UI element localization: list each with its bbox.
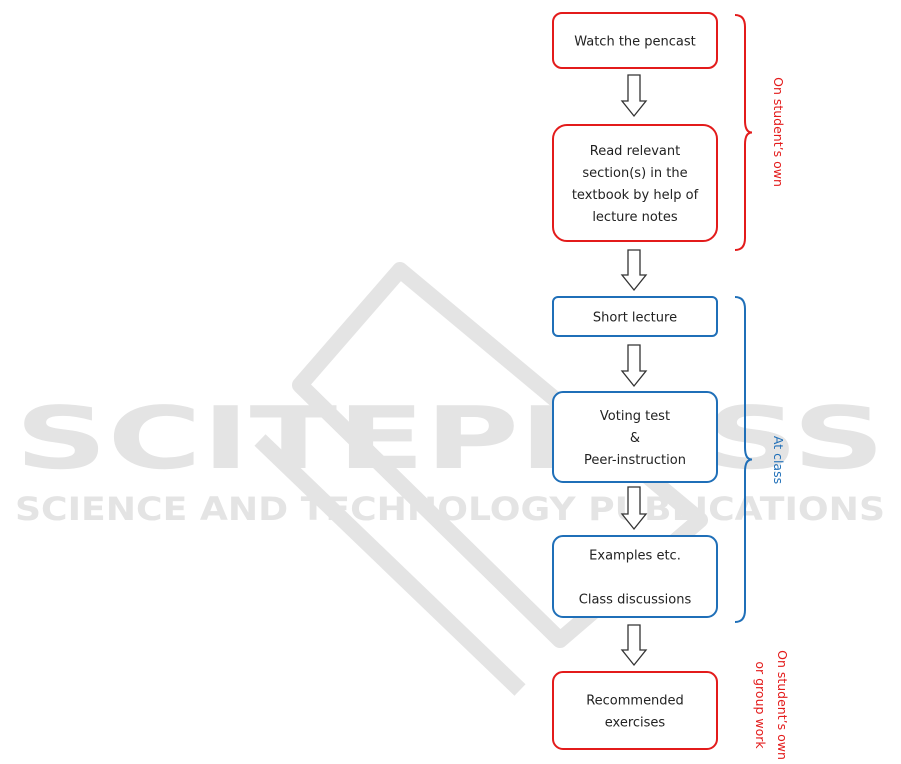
voting-test-box: Voting test & Peer-instruction: [553, 392, 717, 482]
step-label-line: Watch the pencast: [574, 35, 696, 50]
step-label-line: Examples etc.: [589, 549, 681, 564]
step-label-line: section(s) in the: [582, 166, 687, 181]
watch-pencast-box: Watch the pencast: [553, 13, 717, 68]
step-box-border: [553, 672, 717, 749]
examples-box: Examples etc. Class discussions: [553, 536, 717, 617]
class-brace: [735, 297, 752, 622]
step-label-line: Read relevant: [590, 144, 680, 159]
own-study-brace: [735, 15, 752, 250]
step-label-line: Peer-instruction: [584, 453, 686, 468]
step-label-line: Short lecture: [593, 311, 677, 326]
step-label-line: lecture notes: [592, 210, 678, 225]
down-arrow-icon: [622, 625, 646, 665]
down-arrow-icon: [622, 487, 646, 529]
step-label-line: &: [630, 431, 640, 446]
step-label-line: Voting test: [600, 409, 670, 424]
class-label: At class: [771, 436, 786, 484]
step-label-line: exercises: [605, 716, 666, 731]
step-label-line: Class discussions: [579, 593, 692, 608]
step-label-line: Recommended: [586, 694, 684, 709]
down-arrow-icon: [622, 250, 646, 290]
down-arrow-icon: [622, 345, 646, 386]
read-textbook-box: Read relevant section(s) in the textbook b…: [553, 125, 717, 241]
short-lecture-box: Short lecture: [553, 297, 717, 336]
group-work-label-line-2: or group work: [753, 661, 768, 749]
own-study-label: On student’s own: [771, 77, 786, 187]
recommended-exercises-box: Recommended exercises: [553, 672, 717, 749]
group-work-label-line-1: On student’s own: [775, 650, 790, 760]
down-arrow-icon: [622, 75, 646, 116]
step-label-line: textbook by help of: [572, 188, 699, 203]
